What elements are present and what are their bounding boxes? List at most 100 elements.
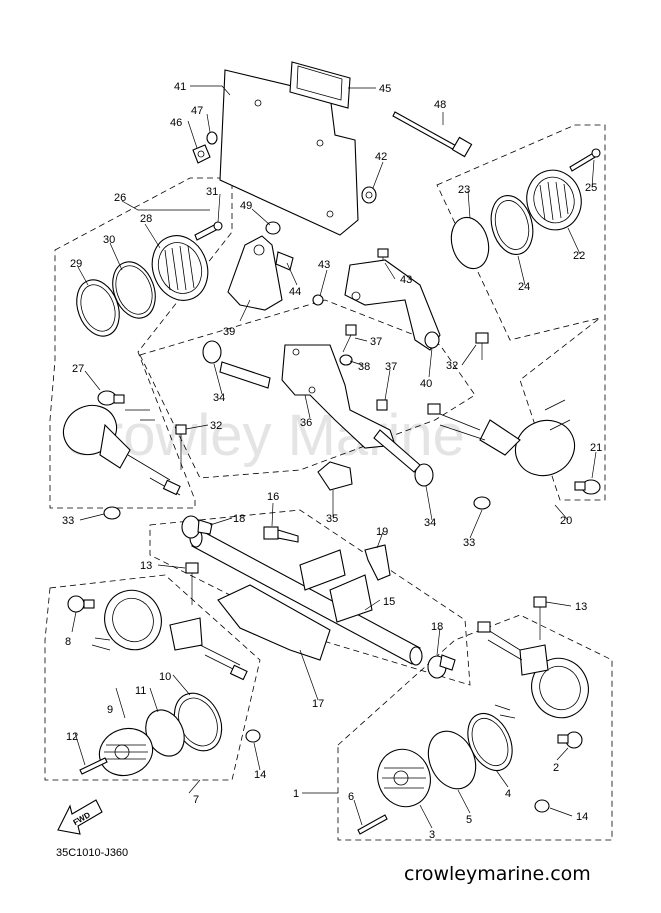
callout-24: 24 (518, 281, 530, 293)
group-1-outline (337, 614, 613, 841)
callout-25: 25 (585, 182, 597, 194)
screw-6 (357, 814, 388, 835)
callout-1: 1 (293, 788, 299, 800)
nut-46 (192, 144, 211, 164)
callout-42: 42 (375, 151, 387, 163)
front-stay-outline (149, 509, 471, 686)
lens-9 (98, 727, 154, 777)
cover-17 (217, 584, 331, 661)
center-bracket-outline (139, 299, 476, 479)
rear-signal-housing-left (62, 404, 181, 496)
grommet-34b (373, 429, 434, 487)
callout-10: 10 (159, 671, 171, 683)
callout-34a: 34 (213, 392, 225, 404)
lens-29 (76, 279, 120, 337)
callout-44: 44 (289, 286, 301, 298)
bolt-16 (263, 526, 299, 543)
cable-tie-48 (392, 111, 473, 158)
washer-47 (206, 131, 218, 145)
grommet-18a (181, 515, 213, 539)
group-20-outline (436, 124, 606, 501)
callout-30: 30 (103, 234, 115, 246)
callout-5: 5 (466, 814, 472, 826)
bolt-32b (475, 332, 489, 360)
bulb-27 (97, 390, 125, 406)
callout-37b: 37 (385, 361, 397, 373)
callout-6: 6 (348, 791, 354, 803)
bulb-21 (574, 479, 601, 495)
website-footer: crowleymarine.com (404, 863, 591, 885)
callout-45: 45 (379, 83, 391, 95)
screw-12 (79, 757, 108, 775)
stay-15 (189, 528, 423, 666)
callout-17: 17 (312, 698, 324, 710)
grommet-42 (361, 186, 377, 204)
front-signal-housing-left (91, 589, 248, 681)
callout-26: 26 (114, 192, 126, 204)
callout-23: 23 (458, 184, 470, 196)
nut-14a (245, 729, 261, 743)
callout-29: 29 (70, 258, 82, 270)
bracket-40 (344, 259, 441, 351)
lens-23 (450, 216, 490, 270)
callout-43b: 43 (400, 274, 412, 286)
callout-39: 39 (223, 326, 235, 338)
callout-28: 28 (140, 213, 152, 225)
bolt-43a (312, 294, 324, 306)
fwd-arrow-icon: FWD (57, 799, 103, 835)
callout-33a: 33 (62, 515, 74, 527)
callout-11: 11 (135, 685, 146, 697)
bolt-13b (533, 596, 547, 640)
nut-49 (265, 221, 281, 235)
rim-4 (467, 712, 513, 772)
screw-25 (569, 148, 601, 172)
gasket-24 (490, 195, 534, 255)
leader-lines (71, 85, 597, 829)
callout-15: 15 (383, 596, 395, 608)
callout-13b: 13 (575, 601, 587, 613)
callout-27: 27 (72, 363, 84, 375)
callout-38: 38 (358, 361, 370, 373)
clip-44 (275, 251, 294, 271)
nut-33b (473, 496, 491, 510)
callout-14b: 14 (576, 811, 588, 823)
callout-47: 47 (191, 105, 203, 117)
callout-32b: 32 (446, 360, 458, 372)
callout-3: 3 (429, 829, 435, 841)
callout-22: 22 (573, 250, 585, 262)
callout-49: 49 (240, 200, 252, 212)
callout-48: 48 (434, 99, 446, 111)
callout-40: 40 (420, 378, 432, 390)
callout-14a: 14 (254, 769, 266, 781)
callout-18b: 18 (431, 621, 443, 633)
nut-14b (534, 799, 550, 813)
rim-28 (151, 235, 209, 301)
callout-16: 16 (267, 491, 279, 503)
callout-20: 20 (560, 515, 572, 527)
reflector-45 (289, 61, 351, 109)
bolt-37a (342, 324, 357, 353)
callout-12: 12 (66, 731, 78, 743)
callout-7: 7 (193, 794, 199, 806)
group-26-outline (49, 177, 233, 509)
front-signal-housing-right (477, 621, 589, 719)
group-outlines (44, 124, 613, 841)
cover-39 (227, 235, 283, 311)
bracket-36 (281, 344, 396, 449)
lens-3 (377, 748, 431, 808)
grommet-34a (202, 340, 271, 389)
callout-2: 2 (553, 762, 559, 774)
gasket-30 (112, 261, 156, 319)
bolt-37b (376, 399, 388, 411)
bulb-2 (557, 731, 583, 749)
callout-43a: 43 (318, 259, 330, 271)
bulb-8 (67, 595, 95, 613)
reference-code: 35C1010-J360 (56, 847, 128, 859)
callout-35: 35 (326, 513, 338, 525)
callout-labels: 1 2 3 4 5 6 7 8 9 10 11 12 13 13 14 14 1… (62, 81, 602, 841)
group-7-outline (44, 574, 261, 781)
screw-31 (194, 221, 223, 241)
callout-32a: 32 (210, 420, 222, 432)
nut-33a (103, 506, 121, 520)
